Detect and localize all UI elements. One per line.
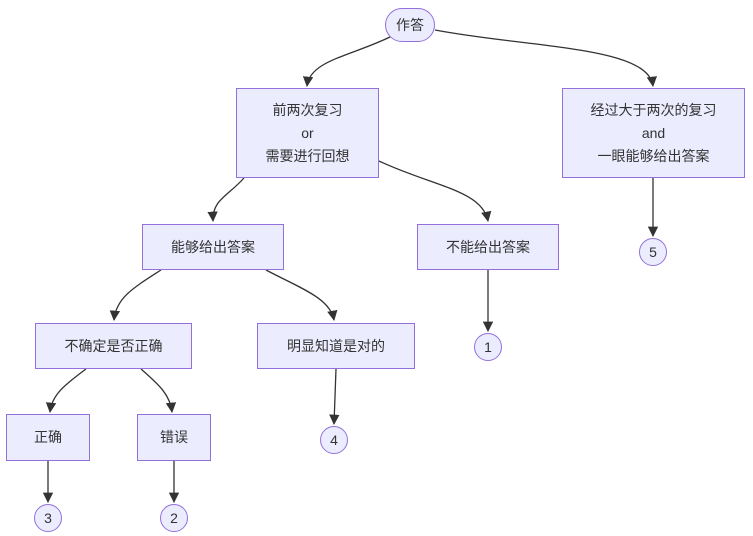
node-can-give-answer: 能够给出答案 [142, 224, 284, 270]
edge-clearly-correct-to-grade-4 [329, 368, 340, 426]
node-more-than-two-reviews: 经过大于两次的复习 and 一眼能够给出答案 [562, 88, 745, 178]
node-label: 正确 [34, 429, 62, 445]
edge-unsure-to-wrong [140, 368, 177, 414]
edge-unsure-to-correct [45, 368, 87, 414]
node-grade-1: 1 [474, 333, 502, 361]
edge-root-to-more-than-two-reviews [434, 29, 657, 88]
node-label: 作答 [396, 16, 424, 33]
edge-root-to-first-two-reviews [302, 35, 393, 88]
node-cannot-give-answer: 不能给出答案 [417, 224, 559, 270]
node-grade-2: 2 [160, 504, 188, 532]
node-answer: 作答 [385, 8, 435, 42]
node-label: 5 [649, 244, 657, 260]
node-grade-4: 4 [320, 426, 348, 454]
node-clearly-correct: 明显知道是对的 [257, 323, 415, 369]
node-correct: 正确 [6, 414, 90, 461]
node-grade-5: 5 [639, 238, 667, 266]
node-label: 经过大于两次的复习 and 一眼能够给出答案 [590, 101, 717, 164]
node-label: 4 [330, 432, 338, 448]
node-label: 1 [484, 339, 492, 355]
node-label: 不能给出答案 [446, 238, 530, 255]
node-label: 错误 [160, 429, 188, 445]
node-label: 不确定是否正确 [64, 337, 163, 354]
node-label: 前两次复习 or 需要进行回想 [265, 101, 350, 164]
node-label: 3 [44, 510, 52, 526]
edge-can-give-answer-to-unsure [109, 269, 162, 322]
node-label: 明显知道是对的 [287, 337, 385, 354]
node-label: 2 [170, 510, 178, 526]
node-wrong: 错误 [137, 414, 211, 461]
edge-first-two-reviews-to-can-give-answer [207, 177, 245, 223]
node-grade-3: 3 [34, 504, 62, 532]
node-unsure-if-correct: 不确定是否正确 [35, 323, 192, 369]
edge-first-two-reviews-to-cannot-give-answer [378, 160, 492, 223]
node-label: 能够给出答案 [171, 238, 255, 255]
edge-can-give-answer-to-clearly-correct [265, 269, 338, 322]
node-first-two-reviews: 前两次复习 or 需要进行回想 [236, 88, 379, 178]
